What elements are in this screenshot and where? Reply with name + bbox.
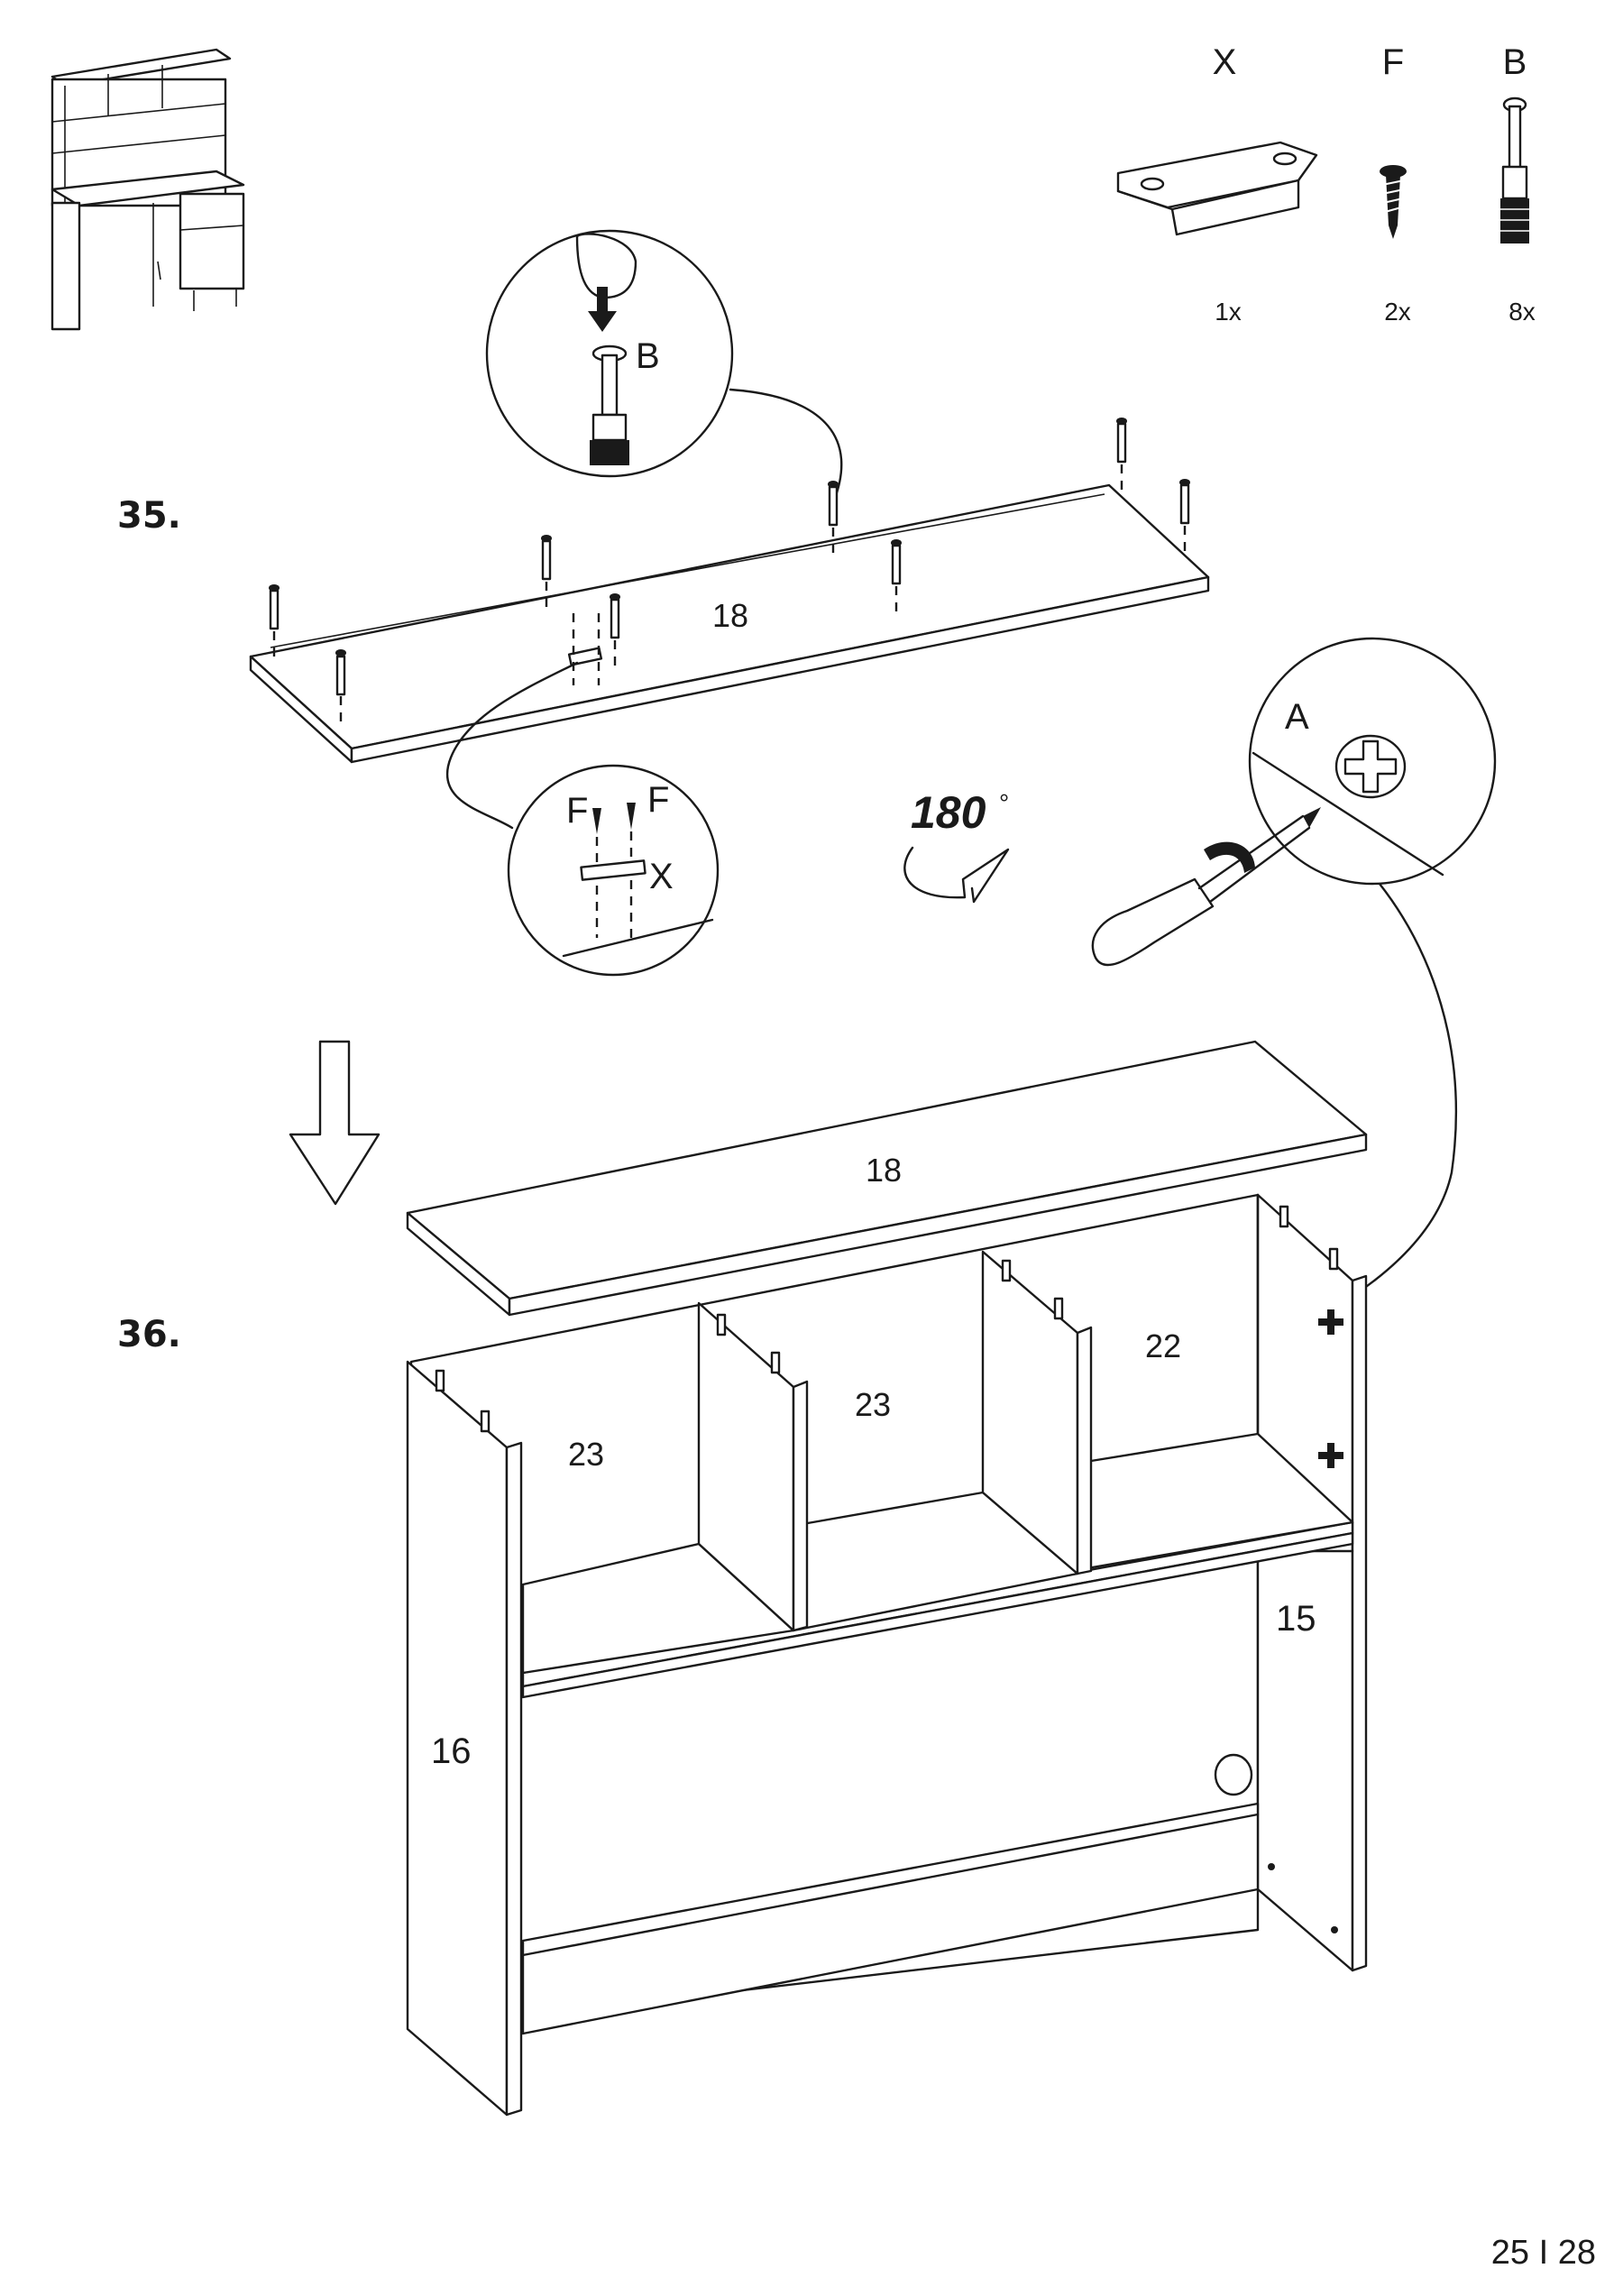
part-f-qty: 2x [1384,298,1411,326]
hardware-list: X F B 1x 2x [1116,42,1536,326]
left-side-16-label: 16 [431,1731,472,1771]
screw-f-left-label: F [566,791,588,831]
panel-18-label: 18 [712,597,748,634]
step-36-number: 36. [117,1314,181,1355]
screwdriver-icon [1091,807,1321,967]
panel-18-step35: 18 [249,418,1210,830]
divider-23-label: 23 [855,1386,891,1423]
bracket-x-label: X [649,857,674,896]
down-arrow-icon [289,1040,381,1206]
part-x-letter: X [1213,42,1237,82]
bracket-zoom-callout: F F X [507,764,720,977]
part-b-letter: B [1503,42,1527,82]
panel-18-step36: 18 [406,1040,1368,1317]
shelf-22-label: 22 [1145,1327,1181,1364]
part-x-qty: 1x [1215,298,1242,326]
rotate-arrow-icon [903,846,1010,904]
right-side-15-label: 15 [1276,1599,1316,1639]
rotation-label: 180 [911,787,986,838]
phillips-cross-icon [1343,739,1398,794]
cam-dowel-b-icon [1500,96,1529,243]
dowel-zoom-callout: B [485,229,843,502]
shelf-23-left-label: 23 [568,1436,604,1473]
top-panel-18-label: 18 [866,1152,902,1189]
screw-f-icon [1380,165,1407,239]
arrow-down-icon [588,287,617,332]
cam-lock-label: A [1285,697,1309,737]
hutch-carcass: 16 15 23 23 22 [406,1193,1368,2117]
screw-f-right-label: F [647,780,669,820]
page-number: 25 I 28 [1491,2234,1596,2272]
step-35-number: 35. [117,495,181,537]
bracket-x-icon [1116,141,1318,236]
rotate-180-indicator: 180 ° [903,787,1010,904]
rotation-unit: ° [999,789,1009,817]
part-f-letter: F [1382,42,1404,82]
cam-lock-icon [1318,1309,1343,1468]
part-b-qty: 8x [1508,298,1536,326]
dowel-zoom-label: B [636,336,660,376]
cam-lock-zoom-callout: A [1248,637,1497,1309]
desk-overview-thumbnail [50,48,245,331]
